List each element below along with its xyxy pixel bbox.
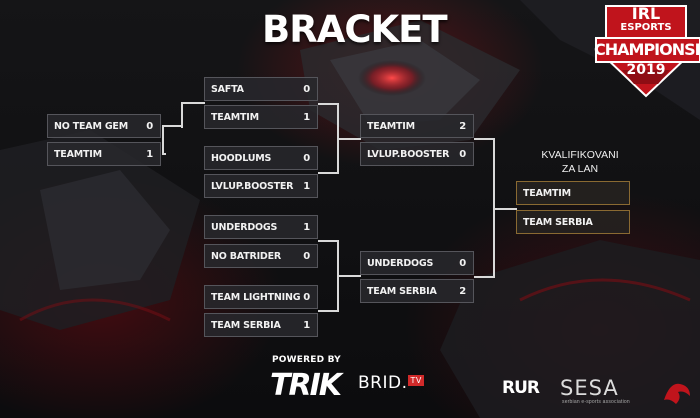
team-slot[interactable]: TEAM SERBIA 1 — [204, 313, 318, 337]
team-name: NO BATRIDER — [211, 250, 282, 262]
powered-by-label: POWERED BY — [272, 355, 341, 365]
team-slot[interactable]: TEAMTIM 1 — [204, 105, 318, 129]
team-name: TEAMTIM — [367, 120, 415, 132]
dragon-logo-icon — [664, 383, 690, 404]
connector-r0-stub-a — [162, 125, 182, 127]
team-score: 0 — [303, 152, 310, 164]
brid-tv-badge: TV — [408, 375, 424, 386]
team-slot[interactable]: LVLUP.BOOSTER 0 — [360, 142, 474, 166]
rur-text: RUR — [502, 378, 540, 398]
team-slot[interactable]: TEAMTIM 2 — [360, 114, 474, 138]
connector-m2-bottom — [318, 172, 338, 174]
team-name: HOODLUMS — [211, 152, 272, 164]
team-score: 1 — [303, 180, 310, 192]
logo-year: 2019 — [626, 62, 666, 78]
team-name: TEAMTIM — [54, 148, 102, 160]
shield-icon — [595, 5, 700, 98]
connector-m4-bottom — [318, 310, 338, 312]
team-name: TEAMTIM — [211, 111, 259, 123]
sesa-logo: SESA — [560, 376, 619, 400]
rur-logo: RUR — [502, 378, 540, 398]
connector-m1m2-out — [337, 138, 361, 140]
team-score: 0 — [303, 250, 310, 262]
team-slot[interactable]: SAFTA 0 — [204, 77, 318, 101]
connector-sf2 — [474, 276, 494, 278]
connector-r0-stub-b — [162, 153, 166, 155]
team-score: 1 — [303, 319, 310, 331]
team-score: 0 — [459, 257, 466, 269]
team-name: TEAMTIM — [523, 187, 571, 199]
team-slot[interactable]: TEAM SERBIA 2 — [360, 279, 474, 303]
logo-irl: IRL — [631, 4, 661, 23]
team-score: 1 — [303, 111, 310, 123]
qualified-team-slot[interactable]: TEAMTIM — [516, 181, 630, 205]
team-name: LVLUP.BOOSTER — [367, 148, 450, 160]
team-name: TEAM LIGHTNING — [211, 291, 301, 303]
team-slot[interactable]: LVLUP.BOOSTER 1 — [204, 174, 318, 198]
connector-r0-to-r1 — [181, 102, 205, 104]
qualified-label-line2: ZA LAN — [561, 163, 599, 175]
team-slot[interactable]: TEAM LIGHTNING 0 — [204, 285, 318, 309]
brid-text: BRID. — [358, 373, 408, 393]
team-name: LVLUP.BOOSTER — [211, 180, 294, 192]
team-score: 0 — [146, 120, 153, 132]
team-name: TEAM SERBIA — [367, 285, 437, 297]
team-name: TEAM SERBIA — [523, 216, 593, 228]
team-slot[interactable]: UNDERDOGS 1 — [204, 215, 318, 239]
team-name: NO TEAM GEM — [54, 120, 128, 132]
team-slot[interactable]: NO BATRIDER 0 — [204, 244, 318, 268]
team-slot[interactable]: HOODLUMS 0 — [204, 146, 318, 170]
team-name: UNDERDOGS — [367, 257, 434, 269]
qualified-label-line1: KVALIFIKOVANI — [541, 149, 619, 161]
qualified-team-slot[interactable]: TEAM SERBIA — [516, 210, 630, 234]
sesa-subtitle: serbian e-sports association — [562, 399, 630, 405]
team-score: 2 — [459, 120, 466, 132]
connector-r0-vertical — [162, 125, 164, 155]
team-slot[interactable]: UNDERDOGS 0 — [360, 251, 474, 275]
team-score: 0 — [303, 291, 310, 303]
team-slot[interactable]: TEAMTIM 1 — [47, 142, 161, 166]
connector-m3m4-out — [337, 275, 361, 277]
logo-championship: CHAMPIONSH — [594, 40, 700, 59]
team-name: UNDERDOGS — [211, 221, 278, 233]
team-slot[interactable]: NO TEAM GEM 0 — [47, 114, 161, 138]
team-score: 2 — [459, 285, 466, 297]
connector-sf1 — [474, 138, 494, 140]
connector-r0-up — [181, 102, 183, 128]
team-score: 0 — [303, 83, 310, 95]
team-score: 1 — [146, 148, 153, 160]
team-name: SAFTA — [211, 83, 244, 95]
connector-m3-top — [318, 240, 338, 242]
connector-m1-top — [318, 103, 338, 105]
team-score: 1 — [303, 221, 310, 233]
championship-logo: IRL ESPORTS CHAMPIONSH 2019 — [592, 0, 700, 100]
brid-tv-logo: BRID.TV — [358, 373, 424, 393]
page-title: BRACKET — [262, 8, 448, 51]
team-name: TEAM SERBIA — [211, 319, 281, 331]
trik-logo: TRIK — [270, 368, 342, 403]
logo-esports: ESPORTS — [620, 22, 672, 33]
team-score: 0 — [459, 148, 466, 160]
qualified-label: KVALIFIKOVANI ZA LAN — [520, 148, 640, 176]
connector-final-out — [493, 208, 517, 210]
